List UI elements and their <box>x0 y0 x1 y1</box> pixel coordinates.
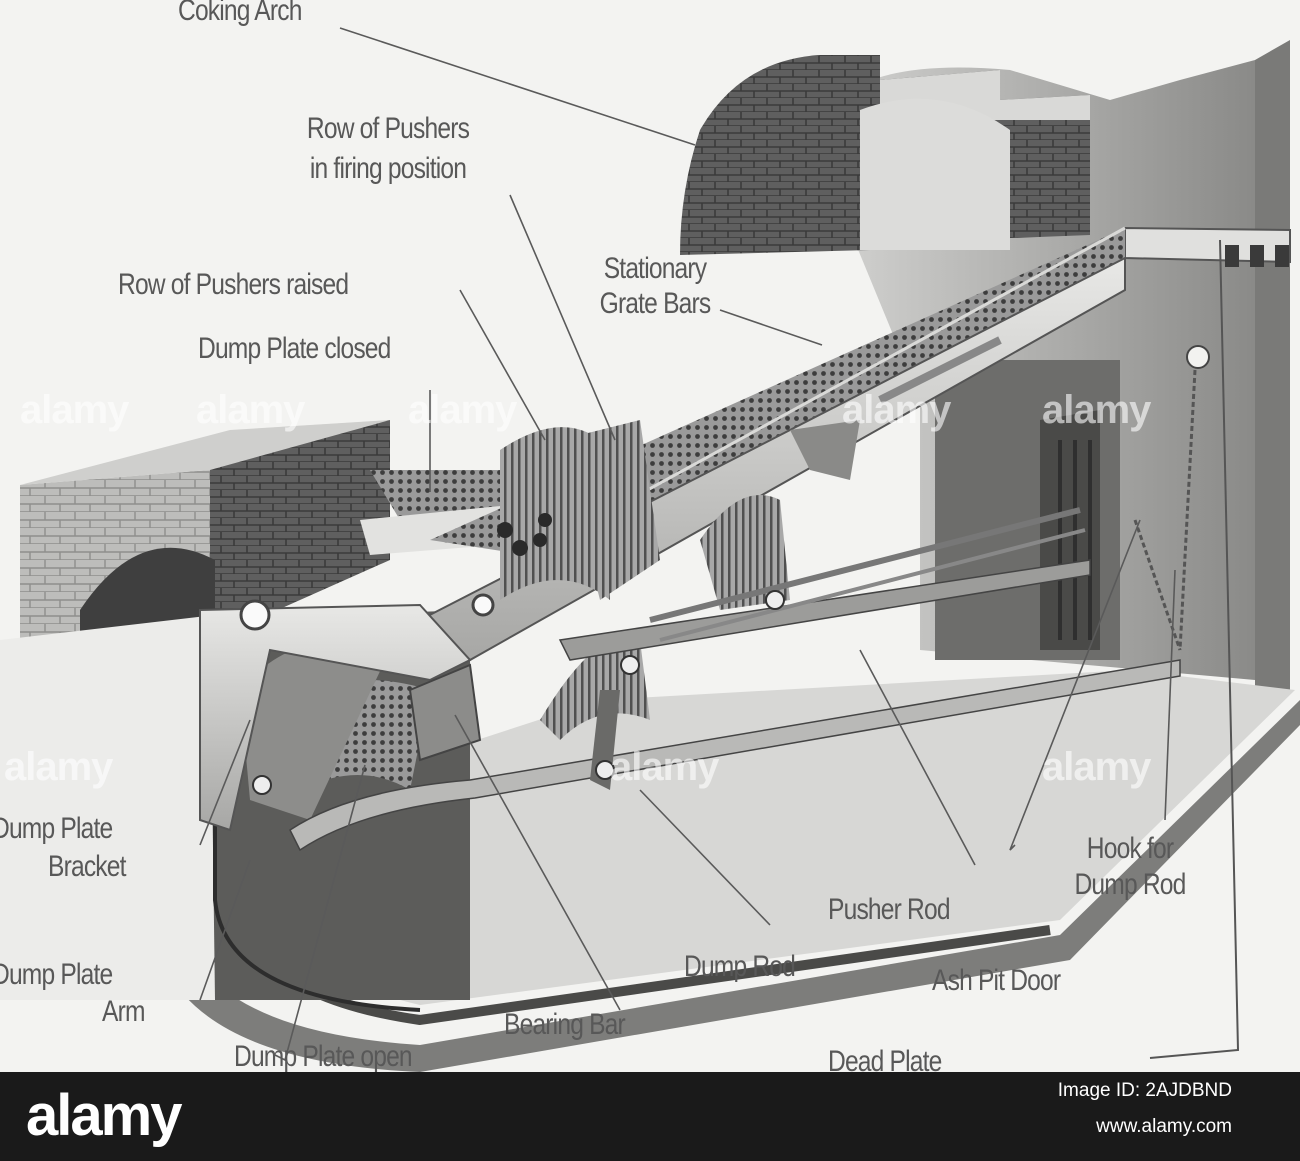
label-dump-plate-closed: Dump Plate closed <box>198 332 391 365</box>
ash-pit-floor <box>200 670 1295 1005</box>
furnace-right-wall <box>1180 40 1290 690</box>
label-dump-plate-bracket-2: Bracket <box>48 850 126 883</box>
label-dump-plate-arm-1: Dump Plate <box>0 958 113 991</box>
ash-pit-trough <box>150 660 1300 1072</box>
label-dump-plate-open: Dump Plate open <box>234 1040 413 1072</box>
pushers-firing <box>560 420 660 600</box>
label-dump-plate-arm-2: Arm <box>102 995 145 1028</box>
dump-plate-bracket <box>199 603 472 832</box>
stoker-drawing <box>0 27 1300 1072</box>
label-stationary-2: Grate Bars <box>599 287 712 320</box>
label-pusher-rod: Pusher Rod <box>828 893 951 926</box>
watermark-5: alamy <box>1042 388 1151 432</box>
bearing-bar <box>408 663 482 762</box>
watermark-4: alamy <box>842 388 951 432</box>
watermark-6: alamy <box>4 745 113 789</box>
label-bearing-bar: Bearing Bar <box>504 1008 626 1041</box>
label-hook-2: Dump Rod <box>1074 868 1186 901</box>
label-coking-arch: Coking Arch <box>178 0 302 27</box>
dead-plate-top <box>1124 226 1291 264</box>
stock-footer: alamy Image ID: 2AJDBND www.alamy.com <box>0 1072 1300 1161</box>
alamy-logo: alamy <box>26 1083 182 1148</box>
watermark-2: alamy <box>196 388 305 432</box>
front-wall <box>0 615 215 1000</box>
dump-rod <box>289 659 1181 852</box>
label-dead-plate: Dead Plate <box>828 1045 942 1072</box>
watermark-8: alamy <box>1042 745 1151 789</box>
label-pushers-firing-1: Row of Pushers <box>306 112 470 145</box>
stoker-illustration: alamy alamy alamy alamy alamy alamy alam… <box>0 0 1300 1072</box>
label-dump-rod: Dump Rod <box>684 950 796 983</box>
leader-lines <box>199 27 1176 1062</box>
watermark-1: alamy <box>20 388 129 432</box>
label-ash-pit-door: Ash Pit Door <box>932 964 1061 997</box>
watermark-3: alamy <box>408 388 517 432</box>
site-url: www.alamy.com <box>1096 1116 1232 1137</box>
watermark-7: alamy <box>610 745 719 789</box>
label-stationary-1: Stationary <box>603 252 707 285</box>
label-hook-1: Hook for <box>1086 832 1174 865</box>
label-dump-plate-bracket-1: Dump Plate <box>0 812 113 845</box>
pusher-rod <box>558 559 1091 661</box>
image-id: Image ID: 2AJDBND <box>1057 1080 1232 1101</box>
label-pushers-firing-2: in firing position <box>309 152 467 185</box>
label-pushers-raised: Row of Pushers raised <box>118 268 349 301</box>
